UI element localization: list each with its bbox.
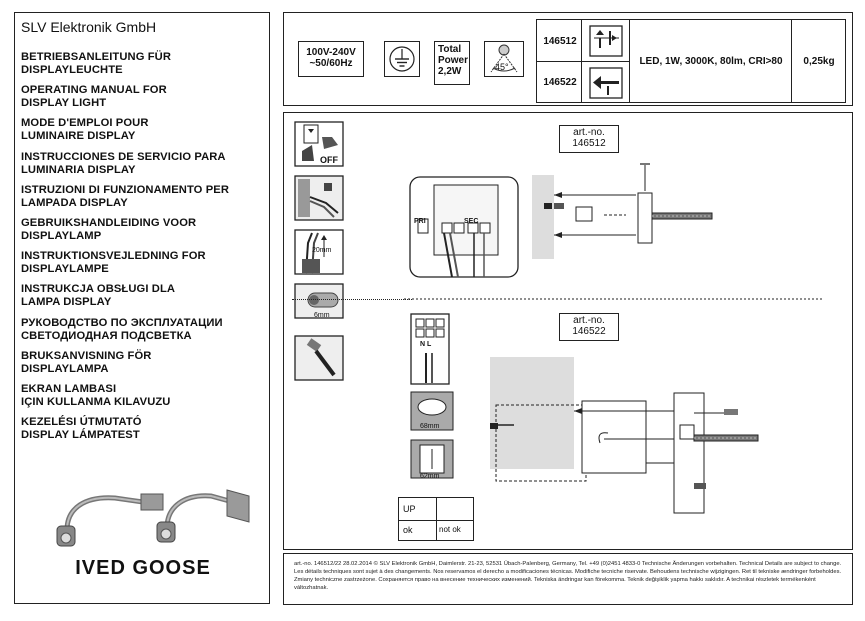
brand-name: SLV Elektronik GmbH xyxy=(21,19,157,35)
screw-step xyxy=(294,335,344,381)
mount-direction-icon-1 xyxy=(589,25,623,57)
mount-direction-icon-2 xyxy=(589,67,623,99)
product-image-gooseneck xyxy=(56,489,250,547)
dim-6mm-label: 6mm xyxy=(314,312,330,319)
led-spec-cell: LED, 1W, 3000K, 80lm, CRI>80 xyxy=(639,56,783,67)
spec-bar: 100V-240V ~50/60Hz Total Power 2,2W 45° xyxy=(283,12,853,106)
orientation-box: UP ok not ok xyxy=(398,497,474,541)
wire-length-step xyxy=(294,229,344,275)
dim-68mm-label: 68mm xyxy=(420,423,440,430)
art-no-label-146512: art.-no. 146512 xyxy=(559,125,619,153)
product-name: IVED GOOSE xyxy=(75,557,211,579)
sec-label: SEC xyxy=(464,218,479,225)
power-off-step xyxy=(294,121,344,167)
beam-angle-icon xyxy=(490,44,518,73)
terminal-nl-label: N L xyxy=(420,341,432,348)
install-diagram-146512 xyxy=(404,163,824,300)
spec-table: 146512 146522 LED, 1W, 3000K, 80lm, CRI>… xyxy=(536,19,846,103)
dim-62mm-label: 62mm xyxy=(420,473,440,480)
dowel-step xyxy=(294,283,344,319)
footer: art.-no. 146512/22 28.02.2014 © SLV Elek… xyxy=(283,553,853,605)
up-ok-label: UP xyxy=(403,504,416,514)
terminal-block xyxy=(410,313,450,385)
legal-text: art.-no. 146512/22 28.02.2014 © SLV Elek… xyxy=(294,561,842,591)
installation-drawing: OFF 20mm 6mm art.-no. 146512 art.-no. 14… xyxy=(283,112,853,550)
cutout-62mm-step xyxy=(410,439,454,479)
ok-label: ok xyxy=(403,525,413,535)
art-no-label-146522: art.-no. 146522 xyxy=(559,313,619,341)
beam-angle-box: 45° xyxy=(484,41,524,77)
not-ok-label: not ok xyxy=(439,525,461,534)
ground-icon xyxy=(389,46,415,72)
section-divider xyxy=(292,299,412,300)
install-diagram-146522 xyxy=(490,357,759,514)
pri-label: PRI xyxy=(414,218,426,225)
wire-strip-step xyxy=(294,175,344,221)
art-no-cell-1: 146512 xyxy=(543,36,577,47)
dim-20mm-label: 20mm xyxy=(312,247,332,254)
left-panel: SLV Elektronik GmbH BETRIEBSANLEITUNG FÜ… xyxy=(14,12,270,604)
ground-symbol-box xyxy=(384,41,420,77)
art-no-cell-2: 146522 xyxy=(543,77,577,88)
power-box: Total Power 2,2W xyxy=(434,41,470,85)
off-label: OFF xyxy=(320,155,338,165)
cutout-68mm-step xyxy=(410,391,454,431)
voltage-box: 100V-240V ~50/60Hz xyxy=(298,41,364,77)
weight-cell: 0,25kg xyxy=(803,56,835,67)
